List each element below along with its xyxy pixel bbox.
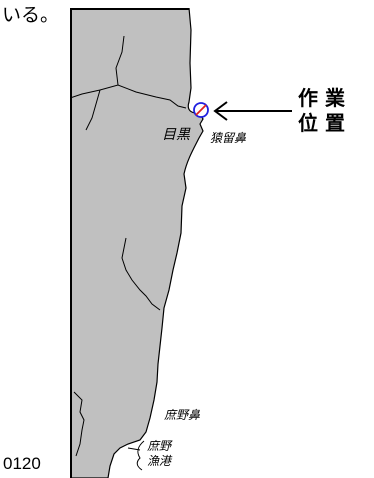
callout-label-line1: 作 業 xyxy=(298,86,346,110)
place-label-shoya-port-line1: 庶野 xyxy=(147,439,173,453)
callout-arrow xyxy=(213,101,292,121)
river-line xyxy=(70,84,187,109)
body-text-fragment: いる。 xyxy=(2,4,60,26)
port-label-bracket xyxy=(136,440,145,471)
page-reference-number: 0120 xyxy=(3,454,41,473)
location-map: 作 業 位 置 目黒 猿留鼻 庶野鼻 庶野 漁港 xyxy=(70,8,374,478)
place-label-shoyabana: 庶野鼻 xyxy=(164,408,200,422)
place-label-shoya-port-line2: 漁港 xyxy=(147,454,173,468)
port-leader-line xyxy=(127,447,141,451)
place-label-meguro: 目黒 xyxy=(162,127,191,143)
land-area xyxy=(70,8,204,478)
river-line xyxy=(121,237,161,311)
map-canvas: 作 業 位 置 目黒 猿留鼻 庶野鼻 庶野 漁港 xyxy=(70,8,374,478)
river-line xyxy=(85,89,101,131)
place-label-sarurubana: 猿留鼻 xyxy=(210,131,246,145)
callout-label-line2: 位 置 xyxy=(298,111,345,135)
work-position-marker xyxy=(193,102,209,118)
river-line xyxy=(115,35,125,86)
river-line xyxy=(73,391,85,457)
